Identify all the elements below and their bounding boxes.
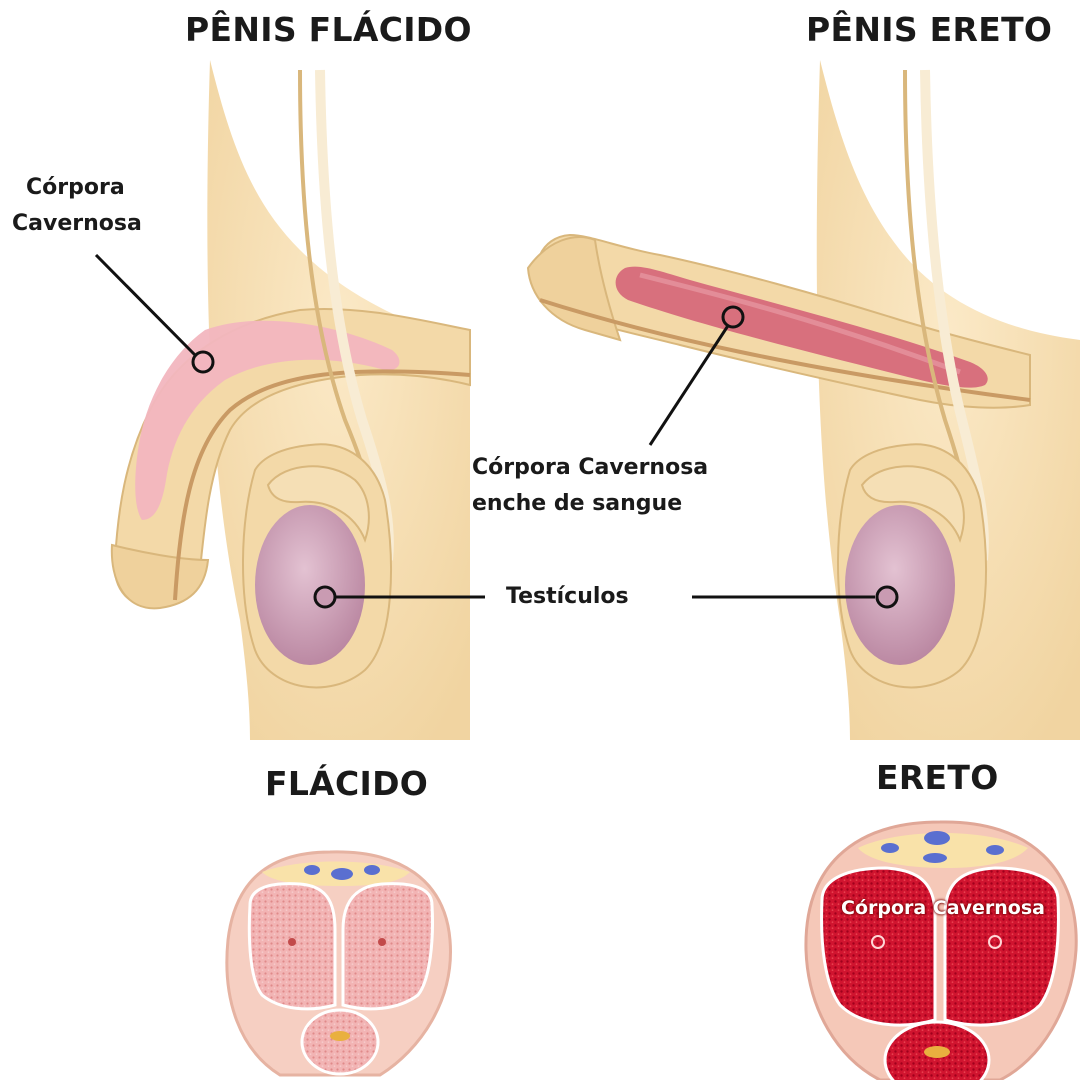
- cross-section-flaccid: [225, 850, 452, 1077]
- cross-section-overlay-label: Córpora Cavernosa: [841, 897, 1045, 919]
- cross-section-erect: [804, 820, 1078, 1080]
- marker-corpora-erect: [721, 305, 745, 329]
- marker-testicle-right: [875, 585, 899, 609]
- title-erect-penis: PÊNIS ERETO: [806, 10, 1053, 49]
- label-corpora-line2: Cavernosa: [12, 211, 142, 236]
- title-flaccid-penis: PÊNIS FLÁCIDO: [185, 10, 472, 49]
- marker-testicle-left: [313, 585, 337, 609]
- leader-corpora-flaccid: [94, 253, 197, 357]
- label-corpora-line1: Córpora: [26, 175, 125, 200]
- leader-corpora-erect: [648, 317, 735, 446]
- section-title-erect: ERETO: [876, 758, 999, 797]
- label-testicles: Testículos: [506, 584, 629, 609]
- section-title-flaccid: FLÁCIDO: [265, 764, 429, 803]
- erect-body-illustration: [526, 60, 1080, 740]
- label-corpora-erect: Córpora Cavernosa enche de sangue: [472, 450, 708, 522]
- marker-corpora-flaccid: [191, 350, 215, 374]
- flaccid-body-illustration: [110, 60, 471, 740]
- leader-markers: [191, 305, 899, 609]
- leader-lines: [94, 253, 875, 599]
- label-corpora-flaccid: Córpora Cavernosa: [12, 170, 142, 242]
- label-fills-line2: enche de sangue: [472, 491, 683, 516]
- label-fills-line1: Córpora Cavernosa: [472, 455, 709, 480]
